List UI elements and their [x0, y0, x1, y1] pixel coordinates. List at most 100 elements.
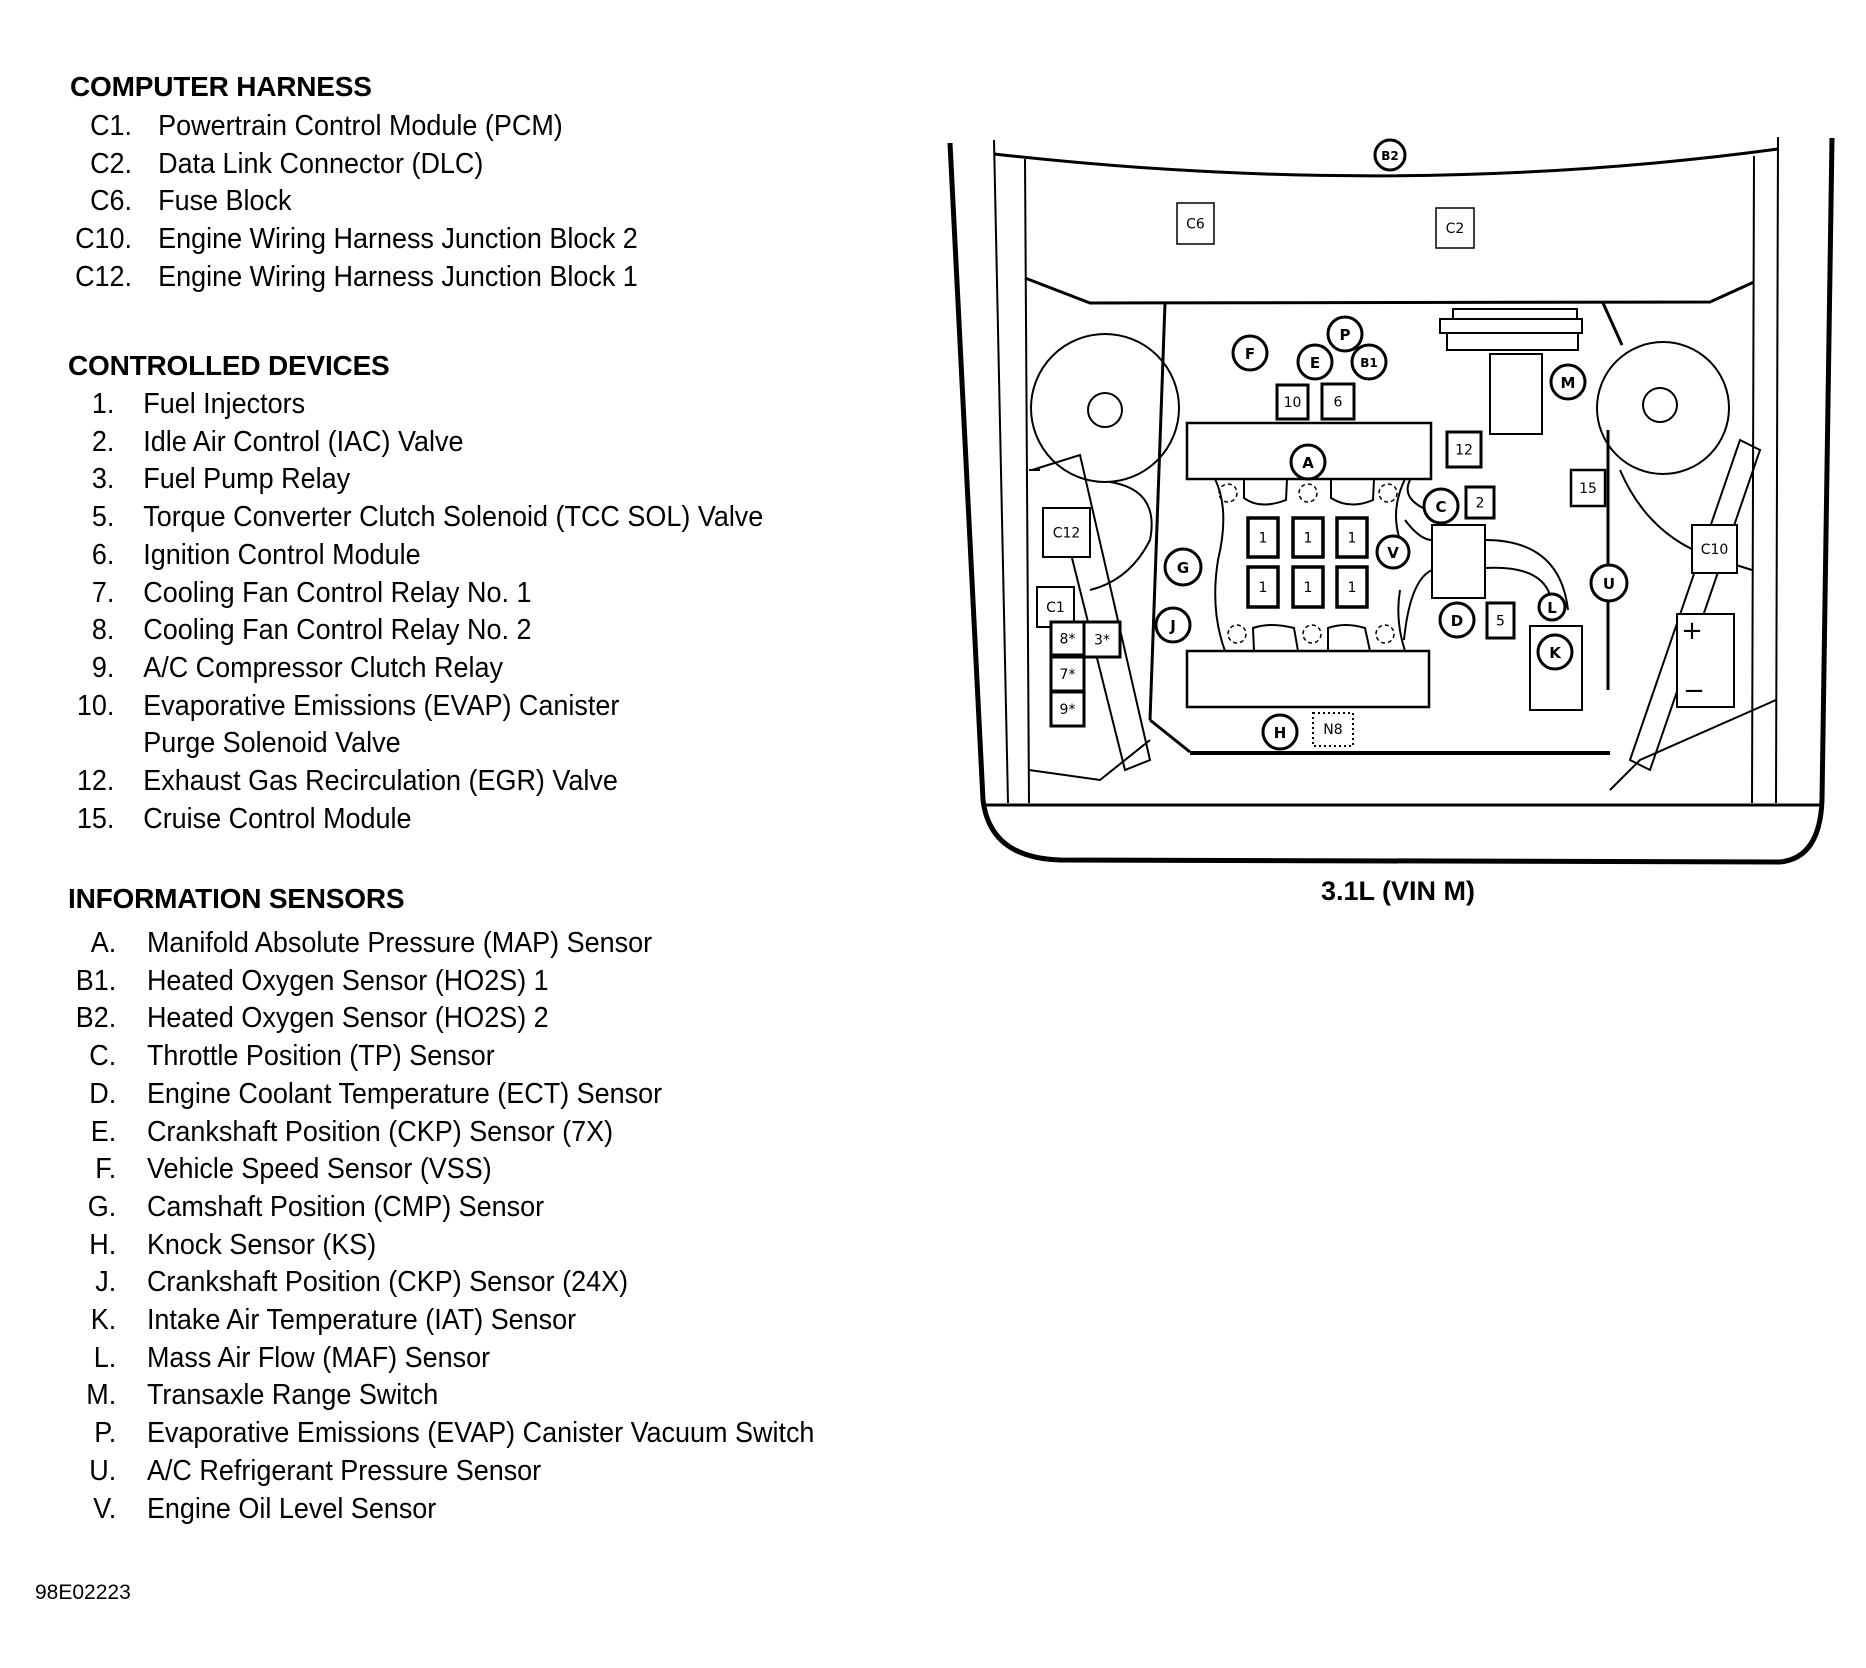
legend-item-label: Vehicle Speed Sensor (VSS) — [146, 1153, 492, 1186]
legend-item: 5.Torque Converter Clutch Solenoid (TCC … — [0, 501, 930, 535]
sensor-marker-f: F — [1231, 334, 1269, 372]
battery-positive-icon: + — [1681, 616, 1703, 646]
marker-circle — [1536, 633, 1574, 671]
legend-item-label: Transaxle Range Switch — [146, 1379, 439, 1412]
marker-label: V — [1387, 544, 1399, 562]
legend-item: G.Camshaft Position (CMP) Sensor — [0, 1191, 930, 1225]
marker-label: 9* — [1060, 702, 1076, 718]
transaxle-switch-body — [1489, 353, 1543, 435]
legend-item-key: D. — [89, 1077, 117, 1110]
device-marker-d5: 5 — [1485, 601, 1516, 640]
device-marker-d8: 8* — [1049, 620, 1086, 657]
legend-item: 8.Cooling Fan Control Relay No. 2 — [0, 614, 930, 648]
legend-item-label: Intake Air Temperature (IAT) Sensor — [146, 1304, 577, 1336]
legend-item: L.Mass Air Flow (MAF) Sensor — [0, 1342, 930, 1376]
legend-item-key: 3. — [91, 463, 115, 496]
legend-item-label: Data Link Connector (DLC) — [158, 147, 484, 180]
marker-circle — [1422, 487, 1460, 525]
legend-item-key: 9. — [91, 651, 115, 684]
marker-label: 12 — [1455, 443, 1473, 459]
marker-label: C6 — [1186, 217, 1205, 233]
marker-box — [1569, 468, 1607, 508]
marker-label: F — [1245, 345, 1255, 363]
device-marker-c1: C1 — [1036, 586, 1075, 628]
marker-circle — [1549, 363, 1587, 401]
marker-circle — [1537, 592, 1567, 622]
marker-label: E — [1310, 354, 1320, 372]
legend-item-label: Camshaft Position (CMP) Sensor — [146, 1190, 545, 1223]
device-marker-inj: 1 — [1335, 565, 1369, 609]
marker-box — [1246, 565, 1280, 609]
marker-label: 7* — [1060, 667, 1076, 683]
marker-label: 10 — [1284, 395, 1302, 411]
marker-label: C12 — [1053, 526, 1081, 542]
marker-label: 1 — [1304, 580, 1313, 596]
device-marker-c2: C2 — [1435, 207, 1475, 249]
section-title-information-sensors: INFORMATION SENSORS — [68, 883, 405, 914]
sensor-marker-b2: B2 — [1373, 138, 1407, 172]
legend-item-label: Crankshaft Position (CKP) Sensor (24X) — [146, 1266, 629, 1299]
marker-box — [1335, 565, 1369, 609]
legend-item-key: 8. — [91, 614, 115, 647]
device-marker-inj: 1 — [1291, 565, 1325, 609]
legend-item: 9.A/C Compressor Clutch Relay — [0, 652, 930, 686]
marker-circle — [1350, 343, 1388, 381]
legend-item-key: C12. — [75, 260, 133, 293]
marker-circle — [1326, 315, 1364, 353]
legend-item: 7.Cooling Fan Control Relay No. 1 — [0, 577, 930, 611]
marker-label: 1 — [1348, 580, 1357, 596]
sensor-marker-d: D — [1438, 601, 1476, 639]
marker-label: 15 — [1579, 481, 1597, 497]
marker-box — [1246, 516, 1280, 559]
diagram-caption: 3.1L (VIN M) — [1321, 876, 1475, 906]
sensor-marker-a: A — [1289, 443, 1327, 481]
marker-box — [1049, 690, 1086, 728]
legend-item: V.Engine Oil Level Sensor — [0, 1493, 930, 1527]
marker-label: C — [1435, 498, 1446, 516]
battery-negative-icon: − — [1683, 676, 1705, 706]
legend-item-label: Evaporative Emissions (EVAP) Canister — [143, 689, 620, 722]
figure-code: 98E02223 — [35, 1581, 131, 1604]
marker-box — [1485, 601, 1516, 640]
marker-box — [1049, 620, 1086, 657]
sensor-marker-e: E — [1296, 343, 1334, 381]
marker-label: M — [1561, 374, 1576, 392]
sensor-marker-h: H — [1261, 713, 1299, 751]
marker-label: 2 — [1476, 496, 1485, 512]
legend-item: F.Vehicle Speed Sensor (VSS) — [0, 1153, 930, 1187]
legend-item: M. Transaxle Range Switch — [0, 1379, 930, 1413]
legend-item: K. Intake Air Temperature (IAT) Sensor — [0, 1304, 930, 1338]
device-marker-d3: 3* — [1082, 620, 1122, 659]
legend-item-key: C1. — [90, 110, 133, 142]
legend-item-key: M. — [86, 1379, 117, 1412]
legend-item: C.Throttle Position (TP) Sensor — [0, 1040, 930, 1074]
marker-label: P — [1340, 326, 1351, 344]
marker-label: G — [1177, 559, 1189, 577]
marker-box — [1275, 383, 1310, 421]
legend-item: C2.Data Link Connector (DLC) — [0, 148, 930, 182]
legend-item: 10.Evaporative Emissions (EVAP) Canister — [0, 690, 930, 724]
marker-box — [1042, 507, 1091, 558]
legend-item-label: Knock Sensor (KS) — [146, 1228, 377, 1261]
legend-item-key: K. — [90, 1304, 117, 1336]
device-marker-d15: 15 — [1569, 468, 1607, 508]
device-marker-d7: 7* — [1049, 655, 1086, 693]
legend-item: 15.Cruise Control Module — [0, 803, 930, 837]
sensor-marker-c: C — [1422, 487, 1460, 525]
legend-item-key: B1. — [75, 964, 117, 997]
sensor-marker-m: M — [1549, 363, 1587, 401]
legend-item-label: Engine Wiring Harness Junction Block 2 — [158, 223, 638, 256]
legend-item: C12. Engine Wiring Harness Junction Block… — [0, 261, 930, 295]
legend-item-key: 12. — [76, 765, 115, 797]
marker-box — [1082, 620, 1122, 659]
legend-item-key: 7. — [91, 576, 115, 609]
legend-item-label: Cruise Control Module — [143, 802, 412, 835]
legend-item-label: Exhaust Gas Recirculation (EGR) Valve — [143, 765, 618, 797]
marker-label: U — [1603, 575, 1615, 593]
legend-item-label: Engine Wiring Harness Junction Block 1 — [158, 260, 638, 293]
marker-circle — [1163, 547, 1203, 587]
marker-label: C1 — [1046, 600, 1065, 616]
firewall-line — [1024, 276, 1755, 305]
